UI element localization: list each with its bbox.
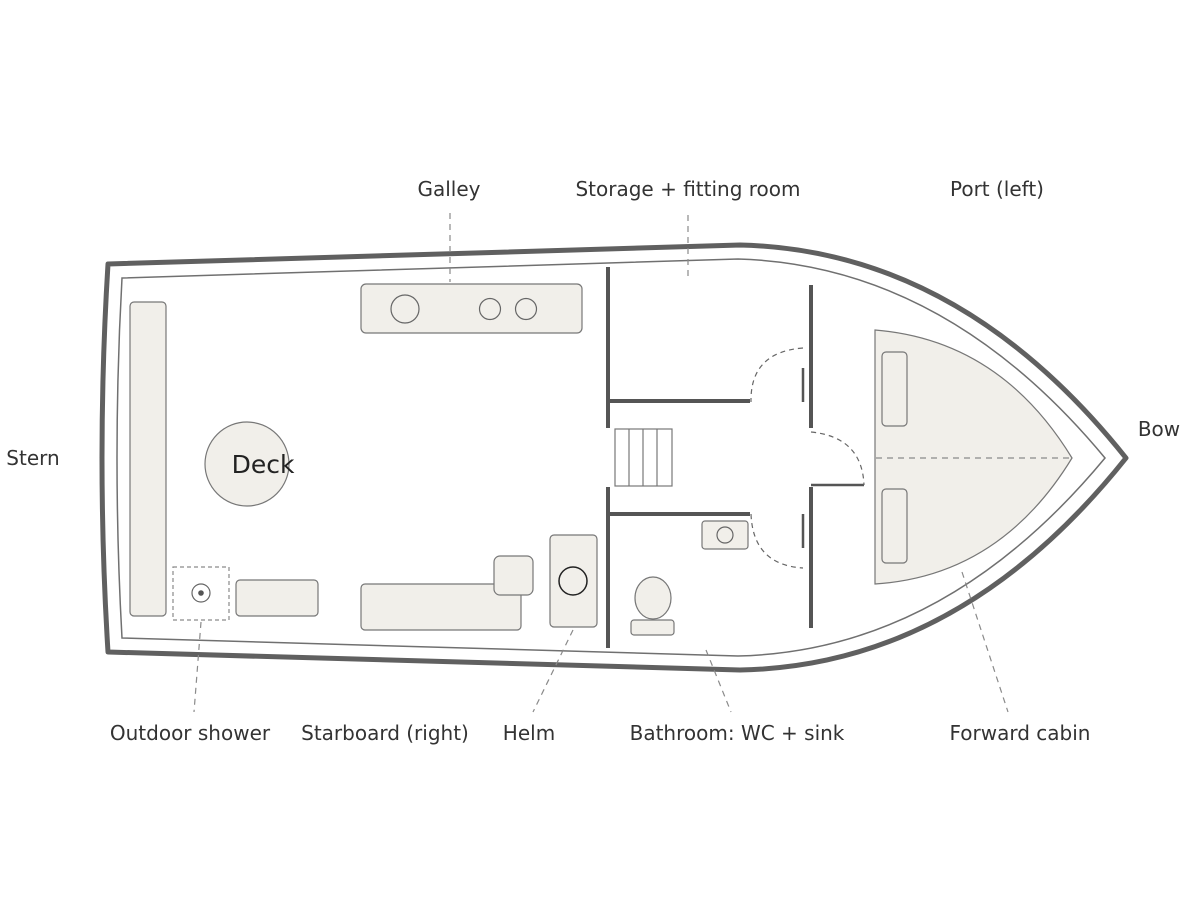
side-bench [235, 579, 319, 617]
outdoor-shower-area [172, 566, 230, 621]
label-bathroom: Bathroom: WC + sink [630, 721, 845, 745]
toilet-tank [630, 619, 675, 636]
starboard-sofa [360, 583, 522, 631]
label-forward-cabin: Forward cabin [950, 721, 1091, 745]
cabin-door-swing [810, 431, 865, 486]
storage-door-swing [750, 347, 804, 403]
hull-inner-line [116, 258, 1106, 657]
shower-drain-ring [191, 583, 211, 603]
forward-cabin-berth [874, 329, 1073, 585]
pillow-starboard [881, 488, 908, 564]
forward-cabin-leader [961, 571, 1009, 713]
shower-drain-icon [198, 590, 204, 596]
helm-wheel [558, 566, 588, 596]
label-port: Port (left) [950, 177, 1044, 201]
deck-table [204, 421, 290, 507]
stern-bench [129, 301, 167, 617]
helm-leader [532, 629, 574, 713]
bathroom-leader [705, 649, 732, 713]
label-helm: Helm [503, 721, 555, 745]
galley-sink [390, 294, 420, 324]
toilet-bowl [634, 576, 672, 620]
label-galley: Galley [417, 177, 480, 201]
helm-console [549, 534, 598, 628]
label-storage: Storage + fitting room [575, 177, 800, 201]
label-stern: Stern [6, 446, 59, 470]
outdoor-shower-leader [193, 621, 202, 713]
bathroom-door-swing [750, 513, 804, 569]
label-bow: Bow [1138, 417, 1180, 441]
label-starboard: Starboard (right) [301, 721, 469, 745]
galley-burner-2 [514, 297, 538, 321]
galley-counter [360, 283, 583, 334]
label-outdoor-shower: Outdoor shower [110, 721, 271, 745]
hull-outline [99, 242, 1129, 673]
bathroom-sink [701, 520, 749, 550]
pillow-port [881, 351, 908, 427]
sofa-cushion [493, 555, 534, 596]
deck-label: Deck [232, 450, 295, 479]
galley-burner-1 [478, 297, 502, 321]
sink-basin [716, 526, 734, 544]
